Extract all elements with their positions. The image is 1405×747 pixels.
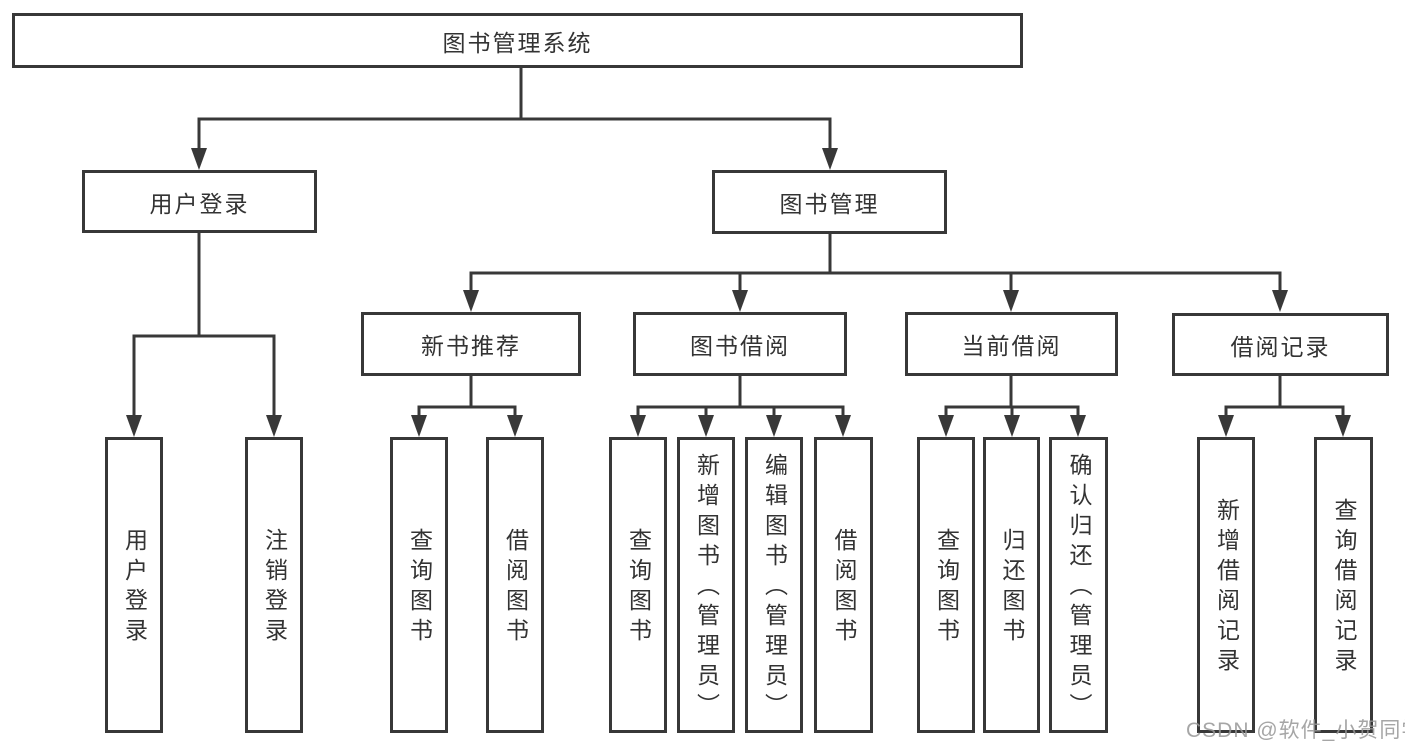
csdn-watermark: CSDN @软件_小贺同学 — [1186, 719, 1405, 742]
leaf-add-borrow-record: 新增借阅记录 — [1197, 437, 1255, 733]
node-current-borrowing: 当前借阅 — [905, 312, 1118, 376]
leaf-edit-books-admin: 编辑图书（管理员） — [745, 437, 803, 733]
leaf-query-books-borrowing: 查询图书 — [609, 437, 667, 733]
leaf-query-borrow-record: 查询借阅记录 — [1314, 437, 1373, 733]
node-library-management-system: 图书管理系统 — [12, 13, 1023, 68]
leaf-borrow-books-recommend: 借阅图书 — [486, 437, 544, 733]
node-book-borrowing: 图书借阅 — [633, 312, 847, 376]
node-user-login-branch: 用户登录 — [82, 170, 317, 233]
leaf-logout: 注销登录 — [245, 437, 303, 733]
leaf-return-books: 归还图书 — [983, 437, 1040, 733]
node-new-book-recommend: 新书推荐 — [361, 312, 581, 376]
leaf-query-books-recommend: 查询图书 — [390, 437, 448, 733]
leaf-user-login: 用户登录 — [105, 437, 163, 733]
node-borrowing-records: 借阅记录 — [1172, 313, 1389, 376]
leaf-borrow-books: 借阅图书 — [814, 437, 873, 733]
leaf-confirm-return-admin: 确认归还（管理员） — [1049, 437, 1108, 733]
leaf-query-books-current: 查询图书 — [917, 437, 975, 733]
leaf-add-books-admin: 新增图书（管理员） — [677, 437, 735, 733]
node-book-management-branch: 图书管理 — [712, 170, 947, 234]
